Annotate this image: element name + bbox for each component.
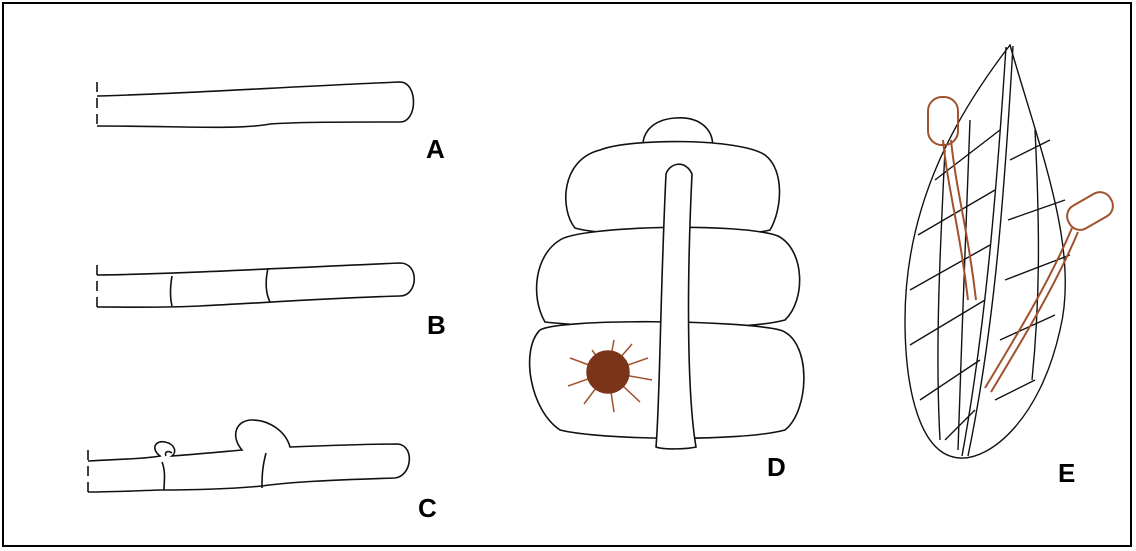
panel-d-label: D — [767, 452, 786, 482]
panel-c-label: C — [418, 493, 437, 523]
panel-e-leaf — [905, 45, 1070, 458]
panel-a-label: A — [426, 134, 445, 164]
runner-hyphae — [928, 97, 1117, 392]
panel-e-label: E — [1058, 458, 1075, 488]
panel-c-hypha — [88, 420, 409, 496]
panel-b-label: B — [427, 310, 446, 340]
panel-a-hypha — [97, 82, 414, 130]
panel-b-hypha — [97, 263, 414, 312]
panel-d-root — [530, 118, 804, 449]
